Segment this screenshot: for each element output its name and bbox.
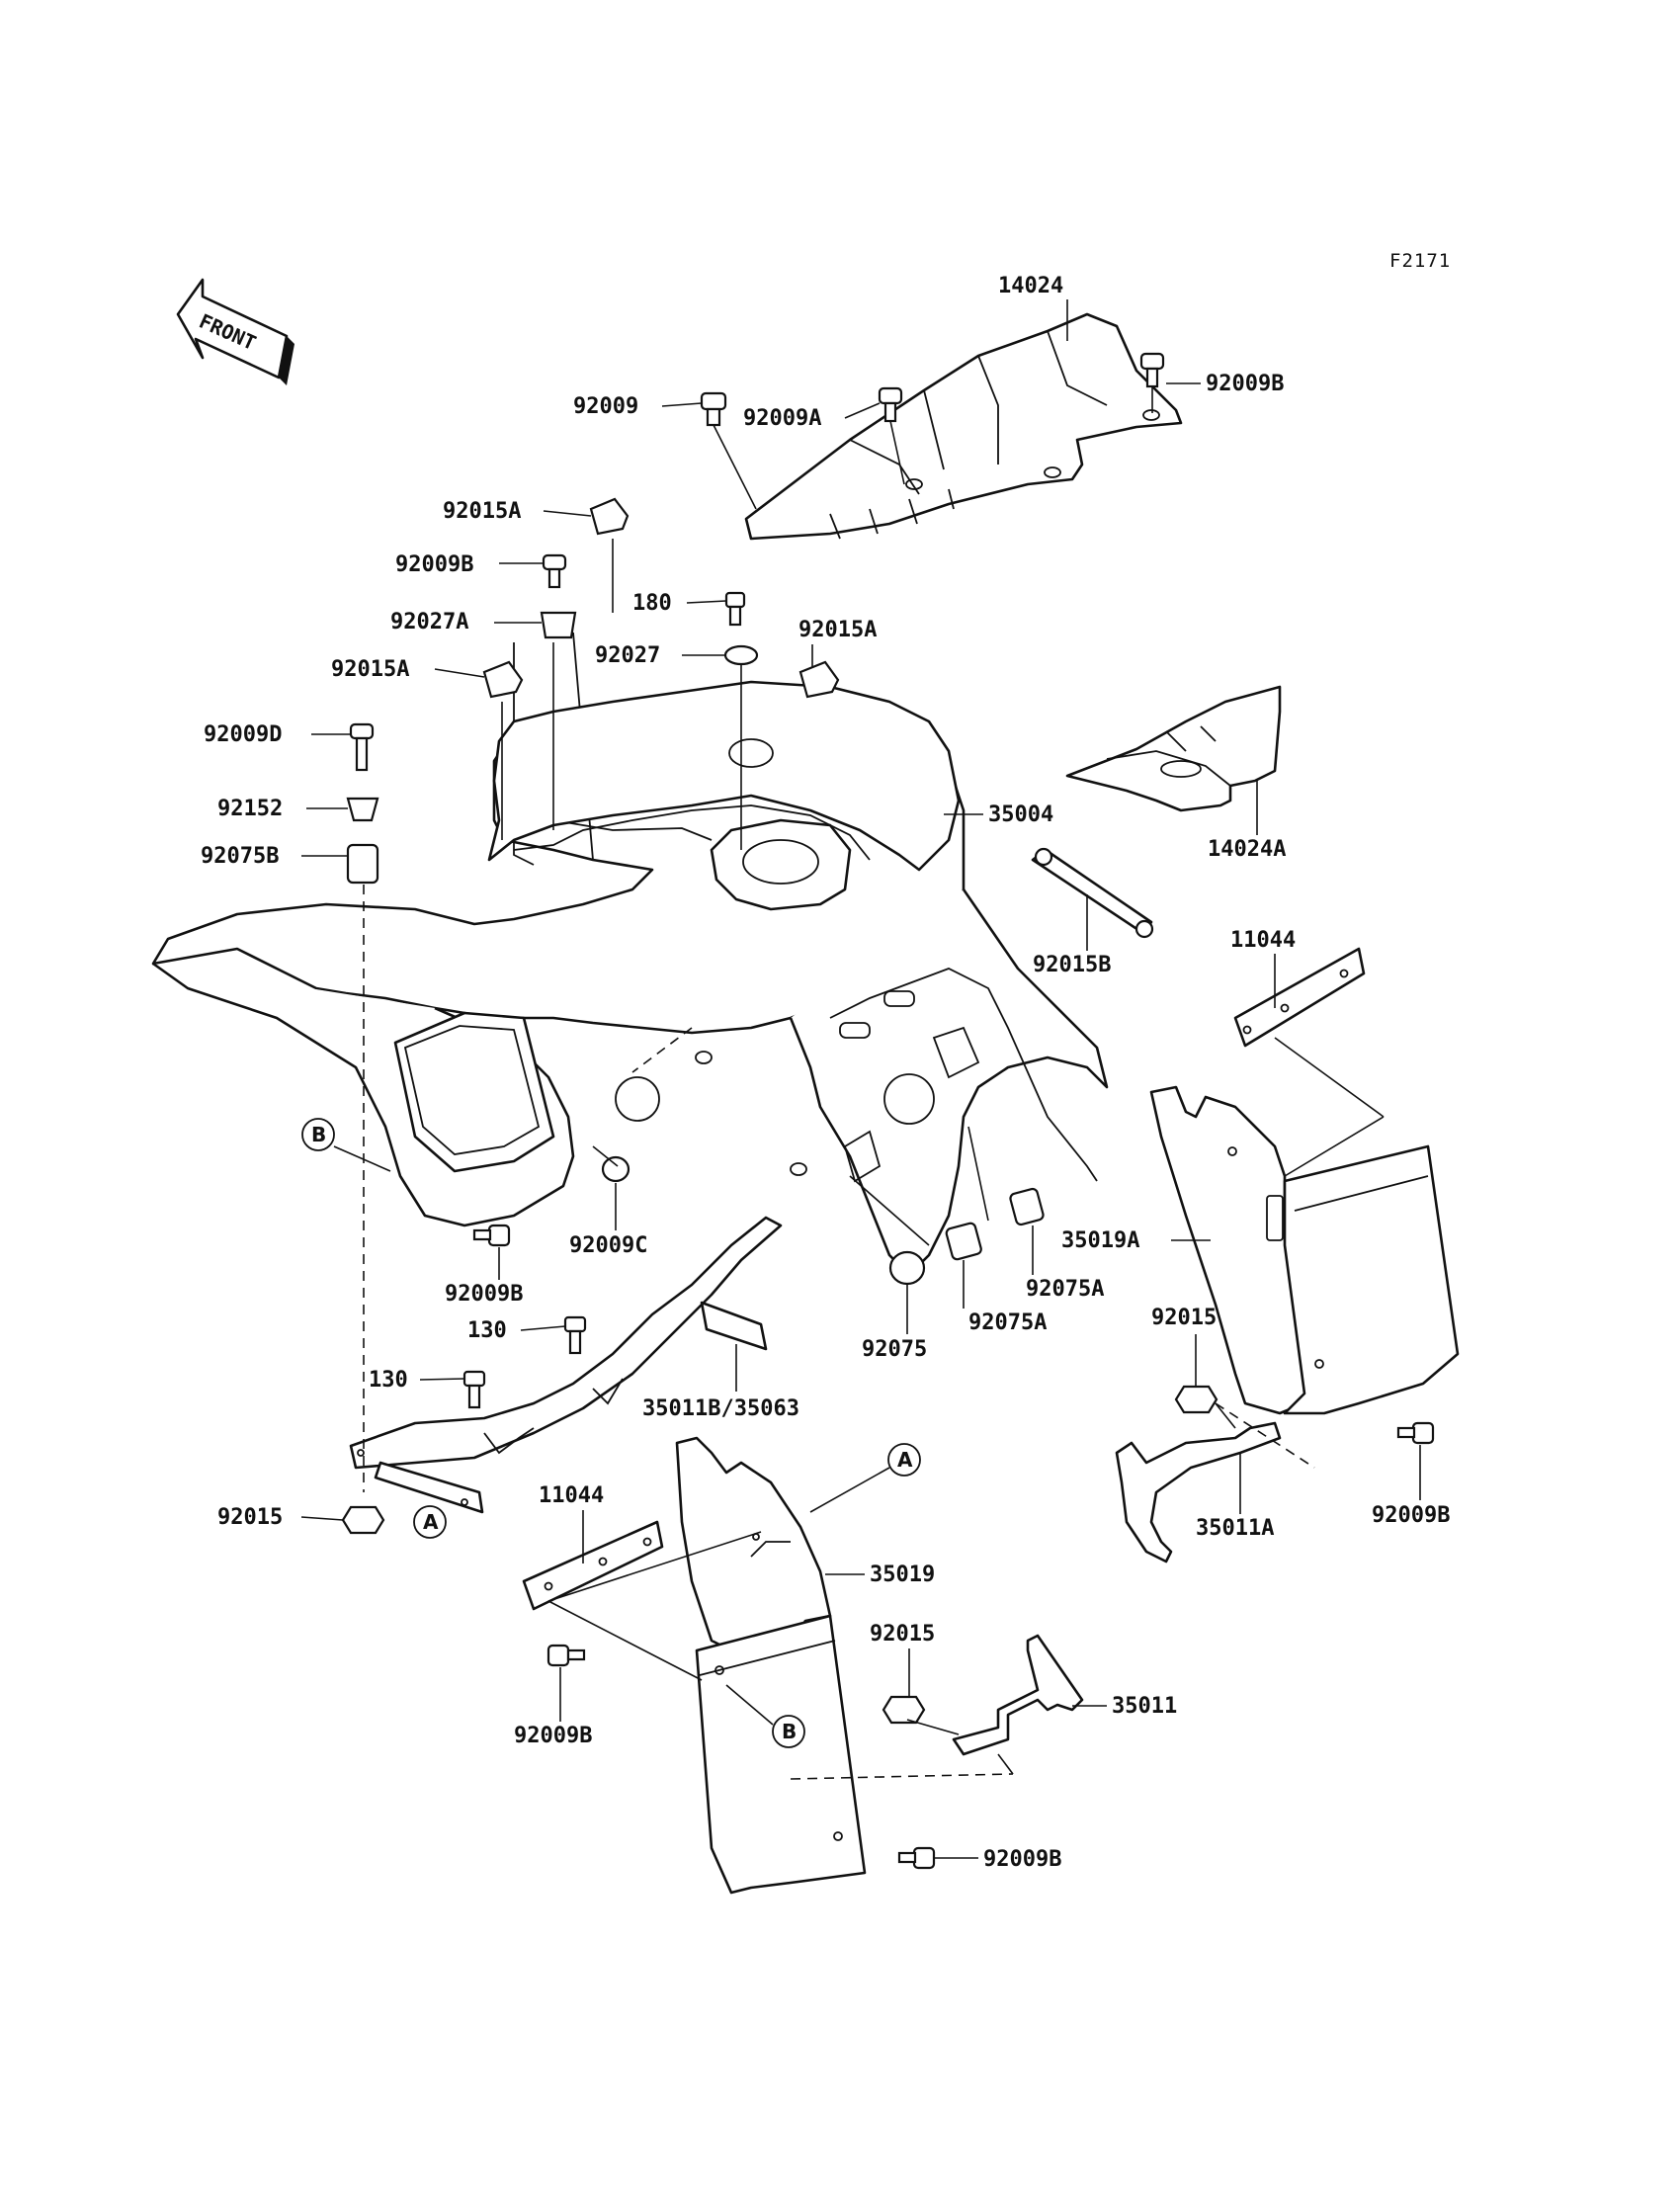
- svg-text:B: B: [311, 1123, 326, 1146]
- bracket-14024A: [1065, 685, 1282, 812]
- mud-flap-35019A: [1149, 1085, 1460, 1415]
- label-35019: 35019: [870, 1563, 935, 1587]
- label-92075A-1: 92075A: [1026, 1277, 1104, 1302]
- label-92027A: 92027A: [390, 610, 468, 634]
- label-92009B-3: 92009B: [445, 1282, 523, 1307]
- rear-fender-35004: [151, 632, 1109, 1277]
- label-35011B-35063: 35011B/35063: [642, 1396, 799, 1421]
- label-92009D: 92009D: [204, 722, 282, 747]
- svg-text:B: B: [782, 1720, 797, 1743]
- label-92152: 92152: [217, 797, 283, 821]
- svg-text:A: A: [897, 1448, 913, 1472]
- label-92009B-bottom: 92009B: [983, 1847, 1061, 1872]
- brace-35011A: [1115, 1421, 1282, 1563]
- fasteners: [341, 352, 1435, 1870]
- label-92009C: 92009C: [569, 1233, 647, 1258]
- strip-11044-right: [1233, 947, 1366, 1048]
- figure-code: F2171: [1389, 250, 1451, 272]
- label-14024: 14024: [998, 274, 1063, 298]
- assembly-lines: [363, 386, 1385, 1780]
- bracket-35011: [952, 1634, 1084, 1756]
- label-14024A: 14024A: [1208, 837, 1286, 862]
- callout-a-left: [413, 1505, 447, 1539]
- label-92075: 92075: [862, 1337, 927, 1362]
- label-92009: 92009: [573, 394, 638, 419]
- label-35019A: 35019A: [1061, 1228, 1139, 1253]
- label-92015-bottom: 92015: [870, 1622, 935, 1647]
- label-180: 180: [632, 591, 672, 616]
- mud-flap-35019: [675, 1436, 867, 1895]
- label-35011A: 35011A: [1196, 1516, 1274, 1541]
- front-arrow-icon: FRONT: [176, 278, 294, 385]
- label-11044-bottom: 11044: [539, 1483, 604, 1508]
- svg-text:A: A: [423, 1510, 439, 1534]
- label-92009B-bottom-left: 92009B: [514, 1724, 592, 1748]
- label-92075B: 92075B: [201, 844, 279, 869]
- label-92009B-right: 92009B: [1372, 1503, 1450, 1528]
- label-92015-left: 92015: [217, 1505, 283, 1530]
- label-130-1: 130: [467, 1318, 507, 1343]
- label-35004: 35004: [988, 803, 1053, 827]
- frame-bar-35011B: [349, 1216, 783, 1514]
- rod-92015B: [1031, 847, 1154, 939]
- label-92009B-top: 92009B: [1206, 372, 1284, 396]
- part-labels: 14024 92009 92009A 92009B 92015A 92009B …: [201, 274, 1450, 1872]
- strip-11044-bottom: [522, 1520, 664, 1611]
- label-92027: 92027: [595, 643, 660, 668]
- label-35011: 35011: [1112, 1694, 1177, 1719]
- callout-b-left: [301, 1118, 335, 1151]
- label-92015A-3: 92015A: [331, 657, 409, 682]
- label-92075A-2: 92075A: [968, 1310, 1047, 1335]
- label-92015A-2: 92015A: [798, 618, 877, 642]
- callout-b-bottom: [772, 1715, 805, 1748]
- callout-a-bottom: [887, 1443, 921, 1477]
- label-92015A-1: 92015A: [443, 499, 521, 524]
- reference-callouts: B A A B: [301, 1118, 921, 1748]
- label-11044-right: 11044: [1230, 928, 1296, 953]
- label-92015-right: 92015: [1151, 1306, 1217, 1330]
- label-130-2: 130: [369, 1368, 408, 1393]
- label-92015B: 92015B: [1033, 953, 1111, 977]
- label-92009B-2: 92009B: [395, 552, 473, 577]
- label-92009A: 92009A: [743, 406, 821, 431]
